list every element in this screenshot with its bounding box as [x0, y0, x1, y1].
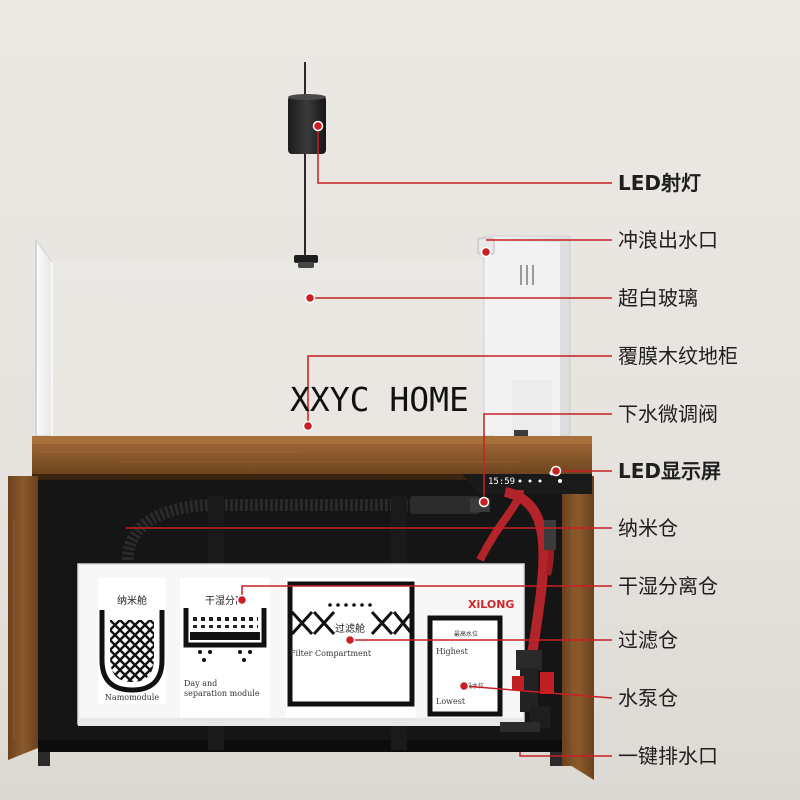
callout-leader-lines — [126, 126, 613, 757]
brand-logo: XiLONG — [468, 598, 514, 611]
highest-en: Highest — [436, 647, 469, 656]
pump-compartment: XiLONG 最高水位 Highest 最低水位 Lowest — [427, 598, 514, 717]
callout-surf-outlet: 冲浪出水口 — [618, 228, 718, 252]
watermark-text: XXYC HOME — [290, 380, 469, 419]
ultra-clear-glass — [35, 237, 542, 437]
callout-pump-chamber: 水泵仓 — [618, 686, 678, 710]
surf-outlet — [477, 235, 571, 438]
highest-cn: 最高水位 — [454, 630, 478, 638]
callout-drain-outlet: 一键排水口 — [618, 744, 718, 768]
nano-compartment: 纳米舱 Namomodule — [98, 578, 166, 704]
callout-led-spotlight: LED射灯 — [618, 171, 702, 195]
led-display: 15:59 — [462, 470, 592, 494]
callout-ultra-clear-glass: 超白玻璃 — [618, 286, 698, 310]
led-spotlight — [288, 62, 326, 268]
lowest-en: Lowest — [436, 697, 466, 706]
drywet-caption-2: separation module — [184, 689, 260, 698]
callout-filter-chamber: 过滤仓 — [618, 628, 678, 652]
filter-caption: Filter Compartment — [290, 649, 372, 658]
nano-title: 纳米舱 — [117, 594, 147, 607]
nano-caption: Namomodule — [105, 693, 159, 702]
filter-compartment: 过滤舱 Filter Compartment — [286, 578, 416, 718]
callout-dry-wet-chamber: 干湿分离仓 — [618, 574, 718, 598]
pump-and-valves — [500, 650, 554, 732]
filter-title: 过滤舱 — [335, 622, 365, 635]
callout-wood-cabinet: 覆膜木纹地柜 — [618, 344, 738, 368]
callout-drain-valve: 下水微调阀 — [618, 402, 718, 426]
display-readout: 15:59 — [488, 477, 515, 487]
drywet-title: 干湿分离 — [205, 594, 245, 607]
callout-led-display: LED显示屏 — [618, 459, 722, 483]
callout-dots — [236, 120, 562, 692]
callout-nano-chamber: 纳米仓 — [618, 516, 678, 540]
drywet-caption-1: Day and — [184, 679, 217, 688]
dry-wet-compartment: 干湿分离 Day and separation module — [180, 578, 270, 718]
